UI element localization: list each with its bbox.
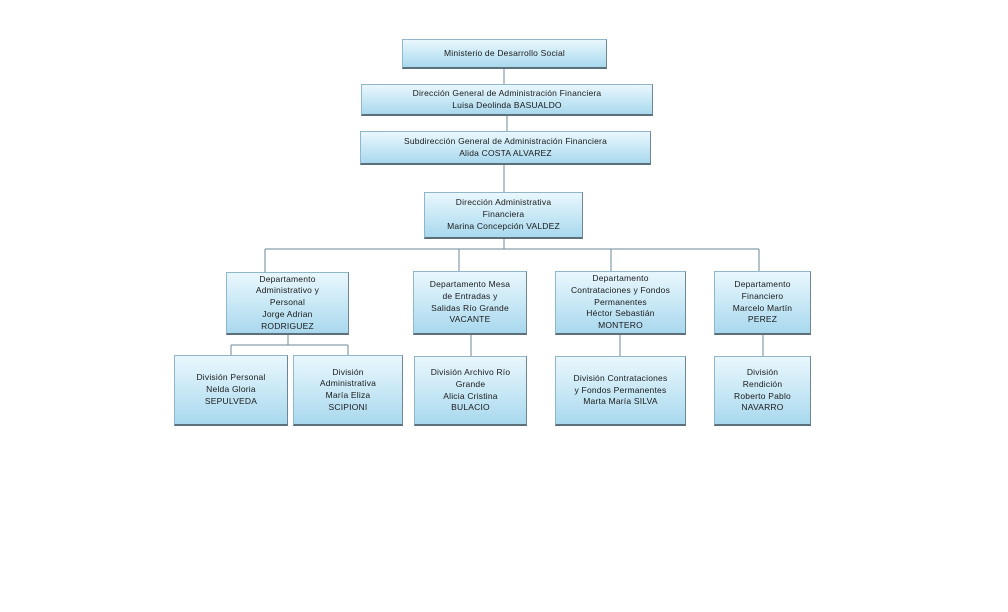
node-direccion-general[interactable]: Dirección General de Administración Fina… [361,84,653,116]
node-direccion-general-person: Luisa Deolinda BASUALDO [452,99,562,110]
node-departamento-contrataciones-person-1: Héctor Sebastián [586,308,655,319]
node-division-archivo[interactable]: División Archivo Río Grande Alicia Crist… [414,356,527,426]
node-direccion-administrativa-person: Marina Concepción VALDEZ [447,220,560,231]
node-division-archivo-title-2: Grande [455,378,486,389]
node-departamento-financiero[interactable]: Departamento Financiero Marcelo Martín P… [714,271,811,335]
node-ministerio[interactable]: Ministerio de Desarrollo Social [402,39,607,69]
node-departamento-administrativo-person-2: RODRIGUEZ [261,320,314,331]
node-departamento-contrataciones-title-3: Permanentes [594,296,647,307]
node-division-personal-person-2: SEPULVEDA [204,395,258,406]
node-subdireccion-general-title: Subdirección General de Administración F… [403,135,608,146]
node-division-administrativa[interactable]: División Administrativa María Eliza SCIP… [293,355,403,426]
node-direccion-administrativa-title-1: Dirección Administrativa [455,197,552,208]
node-direccion-general-title: Dirección General de Administración Fina… [412,87,602,98]
node-division-rendicion[interactable]: División Rendición Roberto Pablo NAVARRO [714,356,811,426]
node-division-contrataciones-title-1: División Contrataciones [573,372,668,383]
node-departamento-financiero-person-1: Marcelo Martín [732,302,793,313]
node-departamento-mesa-person: VACANTE [449,314,491,325]
node-subdireccion-general[interactable]: Subdirección General de Administración F… [360,131,651,165]
node-division-rendicion-title-1: División [746,367,779,378]
node-division-rendicion-person-2: NAVARRO [741,402,784,413]
node-division-personal-person-1: Nelda Gloria [206,384,256,395]
node-departamento-mesa[interactable]: Departamento Mesa de Entradas y Salidas … [413,271,527,335]
node-departamento-financiero-person-2: PEREZ [747,314,778,325]
node-subdireccion-general-person: Alida COSTA ALVAREZ [459,147,552,158]
node-division-administrativa-person-1: María Eliza [325,390,371,400]
node-departamento-administrativo-title-3: Personal [269,297,306,308]
node-departamento-administrativo-person-1: Jorge Adrian [262,308,313,319]
node-direccion-administrativa-title-2: Financiera [482,209,525,220]
node-division-administrativa-title-2: Administrativa [319,378,377,389]
node-division-personal[interactable]: División Personal Nelda Gloria SEPULVEDA [174,355,288,426]
node-departamento-contrataciones[interactable]: Departamento Contrataciones y Fondos Per… [555,271,686,335]
node-division-contrataciones-title-2: y Fondos Permanentes [574,384,667,395]
node-ministerio-title: Ministerio de Desarrollo Social [444,47,565,58]
node-division-administrativa-title-1: División [332,366,364,377]
node-departamento-contrataciones-title-1: Departamento [592,273,649,284]
node-division-rendicion-person-1: Roberto Pablo [734,390,791,401]
node-division-contrataciones[interactable]: División Contrataciones y Fondos Permane… [555,356,686,426]
node-departamento-contrataciones-title-2: Contrataciones y Fondos [570,284,671,295]
node-departamento-administrativo-title-2: Administrativo y [255,285,320,296]
node-departamento-mesa-title-2: de Entradas y [442,290,498,301]
node-direccion-administrativa[interactable]: Dirección Administrativa Financiera Mari… [424,192,583,239]
node-departamento-mesa-title-3: Salidas Río Grande [431,302,509,313]
node-departamento-administrativo[interactable]: Departamento Administrativo y Personal J… [226,272,349,335]
node-division-contrataciones-person: Marta María SILVA [583,396,658,407]
node-departamento-administrativo-title-1: Departamento [259,273,316,284]
node-division-rendicion-title-2: Rendición [742,378,783,389]
node-departamento-mesa-title-1: Departamento Mesa [429,279,511,290]
node-departamento-financiero-title-2: Financiero [741,290,784,301]
node-division-archivo-person-2: BULACIO [451,402,490,413]
node-division-administrativa-person-2: SCIPIONI [328,401,368,412]
node-departamento-financiero-title-1: Departamento [734,279,791,290]
node-division-personal-title: División Personal [196,372,266,383]
node-division-archivo-title-1: División Archivo Río [430,367,511,378]
node-departamento-contrataciones-person-2: MONTERO [598,320,643,331]
node-division-archivo-person-1: Alicia Cristina [443,390,498,401]
